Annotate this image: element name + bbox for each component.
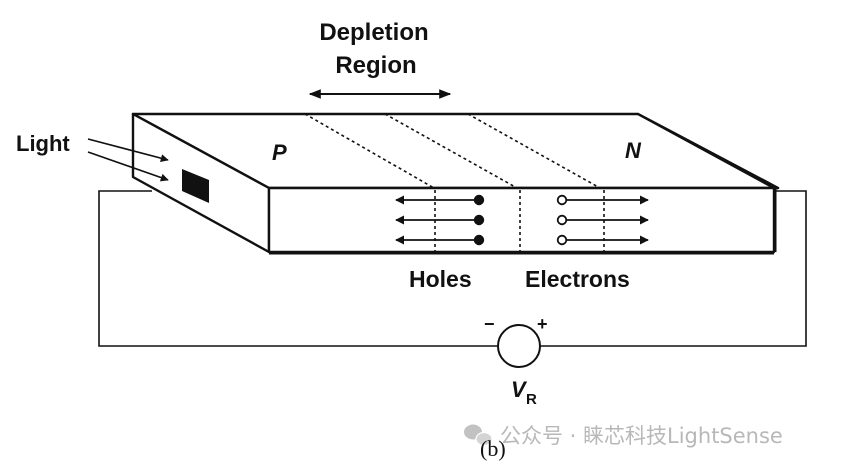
vr-label: V [511,377,528,402]
watermark-text: 公众号 · 睐芯科技LightSense [500,424,783,448]
voltage-source [497,324,541,368]
hole-dot [473,214,485,226]
hole-dot [473,234,485,246]
depletion-label-line1: Depletion [319,19,428,46]
depletion-label-line2: Region [335,52,416,79]
slab-front-face [267,186,776,254]
slab-right-edge [636,112,780,190]
light-arrows [87,138,169,182]
figure-caption: (b) [480,436,506,461]
n-label: N [625,138,642,163]
electron-dot [556,194,568,206]
wechat-icon [464,424,493,447]
electron-dot [556,214,568,226]
p-label: P [272,140,287,165]
circuit-wire [98,190,807,347]
holes-group [395,194,485,246]
holes-label: Holes [409,266,472,292]
plus-sign: + [537,314,548,334]
electron-dot [556,234,568,246]
electrons-label: Electrons [525,266,630,292]
light-window [182,169,209,203]
vr-subscript: R [526,391,537,408]
minus-sign: − [484,314,495,334]
light-label: Light [16,131,70,156]
semiconductor-slab [131,112,780,254]
hole-dot [473,194,485,206]
electrons-group [556,194,649,246]
